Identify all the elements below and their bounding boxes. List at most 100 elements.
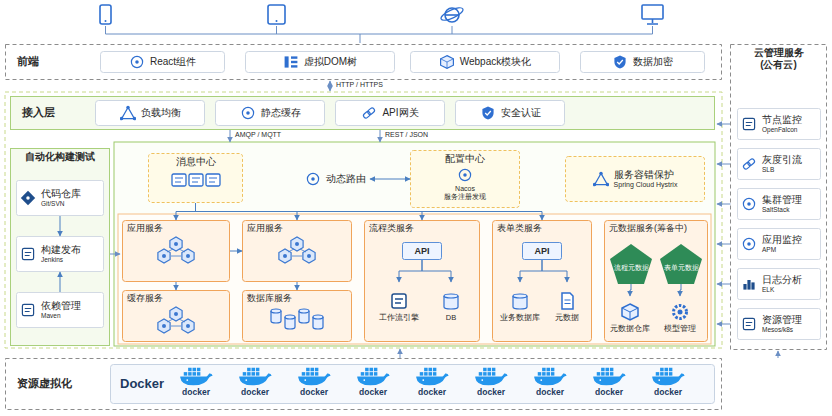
db-icon: [441, 291, 461, 311]
component-box-outline: [411, 52, 560, 73]
node-content: 静态缓存: [240, 105, 301, 121]
virtualization-band-outline: [6, 359, 722, 410]
cloud-panel: 云管理服务 (公有云)节点监控OpenFalcon灰度引流SLB集群管理Salt…: [730, 44, 827, 350]
node-content: React组件: [129, 54, 196, 70]
node-content: 消息中心: [169, 156, 223, 190]
link-icon: [361, 105, 377, 121]
cube-icon: [620, 302, 640, 322]
service-box-outline: [243, 291, 352, 342]
component-box: API网关: [335, 100, 445, 126]
node-content: 接入层: [22, 106, 55, 119]
node-title: 数据加密: [633, 56, 673, 68]
connector: [520, 260, 542, 282]
tool-box-outline: [738, 269, 821, 300]
connector: [370, 179, 410, 180]
node-title: 节点监控: [762, 114, 802, 126]
node-title: React组件: [150, 56, 196, 68]
node-title: 虚拟DOM树: [304, 56, 357, 68]
api-box: API: [402, 242, 442, 260]
hex3-icon: [151, 236, 201, 264]
component-box: 负载均衡: [95, 100, 205, 126]
component-box: 数据加密: [580, 51, 705, 73]
node-title: 元数据仓库: [610, 324, 650, 333]
node-content: Docker: [120, 376, 164, 392]
circ-icon: [240, 105, 256, 121]
tool-box: 依赖管理Maven: [16, 292, 104, 328]
node-subtitle: ELK: [762, 286, 774, 294]
node-content: 元数据仓库: [610, 302, 650, 333]
node-content: 应用服务: [247, 223, 347, 264]
node-title: 资源虚拟化: [17, 377, 72, 390]
hex3-icon: [272, 236, 322, 264]
node-content: 业务数据库: [500, 291, 540, 322]
node-title: Webpack模块化: [460, 56, 532, 68]
node-title: 安全认证: [501, 107, 541, 119]
node-content: 元数据: [555, 291, 579, 322]
component-box: Webpack模块化: [410, 51, 560, 73]
text-column: 负载均衡: [141, 107, 181, 119]
metadata-pentagon: 表单元数据: [660, 244, 702, 284]
store-node: 模型管理: [656, 296, 704, 338]
node-content: 安全认证: [480, 105, 541, 121]
service-box: 元数据服务(筹备中)流程元数据表单元数据元数据仓库模型管理: [604, 220, 708, 342]
text-column: 依赖管理Maven: [41, 300, 81, 320]
service-box: 数据库服务: [242, 290, 352, 342]
docker-label: docker: [359, 387, 387, 397]
component-box: React组件: [100, 51, 225, 73]
service-box-outline: [123, 221, 230, 282]
node-title: 资源管理: [762, 314, 802, 326]
node-content: 负载均衡: [120, 105, 181, 121]
circ-icon: [741, 196, 757, 212]
text-column: 代码仓库Git/SVN: [41, 188, 81, 208]
node-title: 代码仓库: [41, 188, 81, 200]
docker-label: docker: [300, 387, 328, 397]
sq-icon: [20, 246, 36, 262]
tool-box-outline: [17, 237, 104, 272]
node-title: 灰度引流: [762, 154, 802, 166]
text-column: Nacos服务注册发现: [444, 185, 486, 202]
connector: [542, 260, 567, 282]
docker-label: docker: [418, 387, 446, 397]
docker-label: docker: [182, 387, 210, 397]
node-subtitle: Nacos: [455, 185, 475, 193]
cube-icon: [439, 54, 455, 70]
core-box: 配置中心Nacos服务注册发现: [410, 150, 520, 208]
node-title: 服务容错保护: [614, 169, 674, 181]
text-column: 服务容错保护Spring Cloud Hystrix: [614, 169, 678, 189]
node-content: 表单类服务: [497, 223, 587, 234]
component-box-outline: [246, 52, 395, 73]
msg-icon: [169, 170, 223, 190]
text-column: 动态路由: [326, 173, 366, 185]
component-box-outline: [336, 101, 445, 126]
node-content: 集群管理SaltStack: [741, 194, 802, 214]
node-content: 资源管理Mesos/k8s: [741, 314, 802, 334]
text-column: 日志分析ELK: [762, 274, 802, 294]
circ-icon: [457, 167, 473, 183]
node-content: 依赖管理Maven: [20, 300, 81, 320]
node-content: 流程类服务: [369, 223, 475, 234]
protocol-arrow: [380, 130, 381, 142]
shield-icon: [612, 54, 628, 70]
node-subtitle: SLB: [762, 166, 774, 174]
node-content: 前端: [17, 55, 39, 68]
gear-icon: [670, 302, 690, 322]
node-title: 自动化构建测试: [25, 151, 95, 163]
metadata-pentagon: 流程元数据: [610, 244, 652, 284]
node-content: 应用服务: [127, 223, 225, 264]
node-content: 灰度引流SLB: [741, 154, 802, 174]
service-frame: [118, 214, 711, 344]
route-node: 动态路由: [300, 166, 370, 192]
node-title: 缓存服务: [127, 293, 163, 304]
connector: [680, 284, 681, 296]
store-node: DB: [428, 282, 474, 330]
node-subtitle: Git/SVN: [41, 200, 64, 208]
docker-box-outline: [111, 365, 715, 404]
text-column: 数据加密: [633, 56, 673, 68]
tool-box: 资源管理Mesos/k8s: [737, 308, 821, 340]
node-content: 模型管理: [664, 302, 696, 333]
cloud-panel-outline: [731, 45, 827, 350]
node-subtitle: Spring Cloud Hystrix: [614, 181, 678, 189]
service-box: 应用服务: [122, 220, 230, 282]
service-box: 流程类服务API工作流引擎DB: [364, 220, 480, 342]
node-title: 依赖管理: [41, 300, 81, 312]
